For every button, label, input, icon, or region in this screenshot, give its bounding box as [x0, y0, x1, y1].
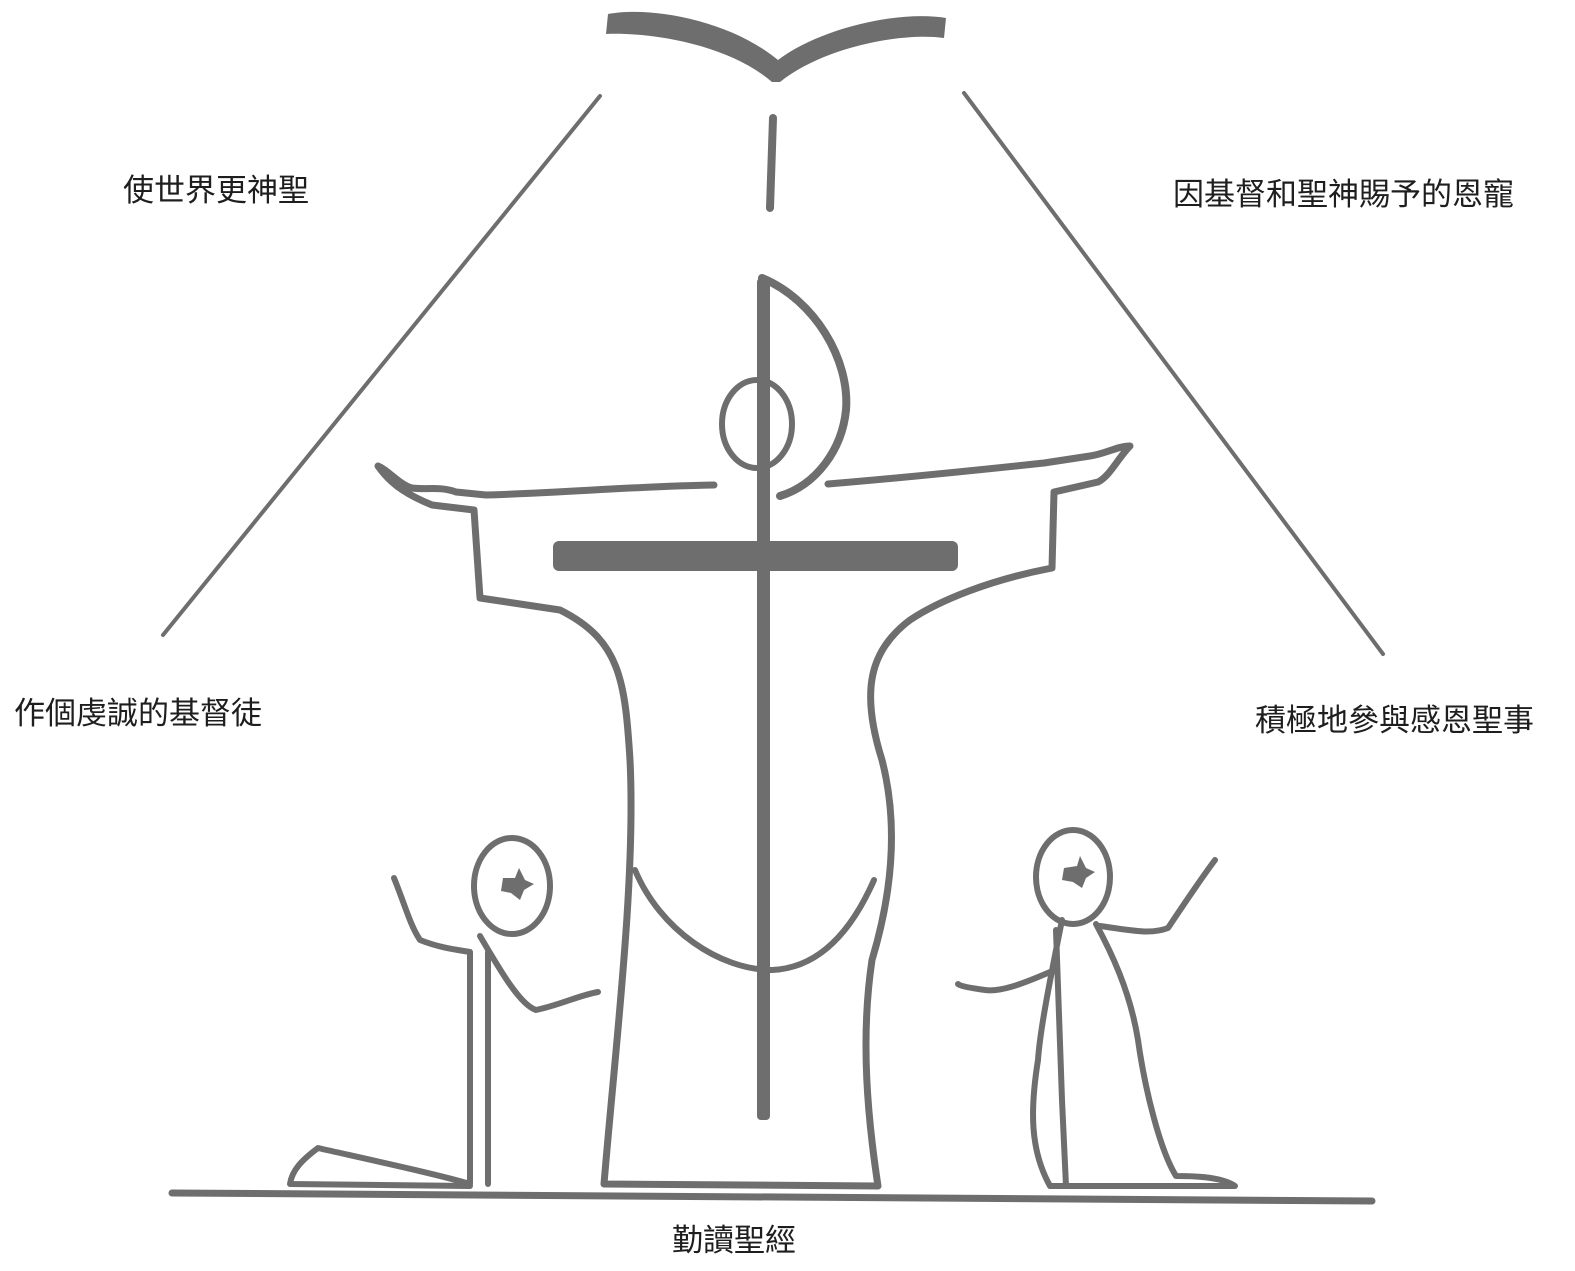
label-read-bible: 勤讀聖經 — [672, 1226, 796, 1257]
cross-icon — [553, 278, 958, 1120]
standing-figure — [958, 830, 1235, 1186]
label-devout-christian: 作個虔誠的基督徒 — [14, 699, 262, 730]
ground-line — [172, 1193, 1372, 1201]
label-eucharist: 積極地參與感恩聖事 — [1255, 706, 1534, 737]
kneeling-figure — [290, 838, 598, 1186]
label-grace: 因基督和聖神賜予的恩寵 — [1173, 180, 1514, 211]
open-bible-icon — [606, 12, 946, 82]
label-sanctify-world: 使世界更神聖 — [123, 176, 309, 207]
